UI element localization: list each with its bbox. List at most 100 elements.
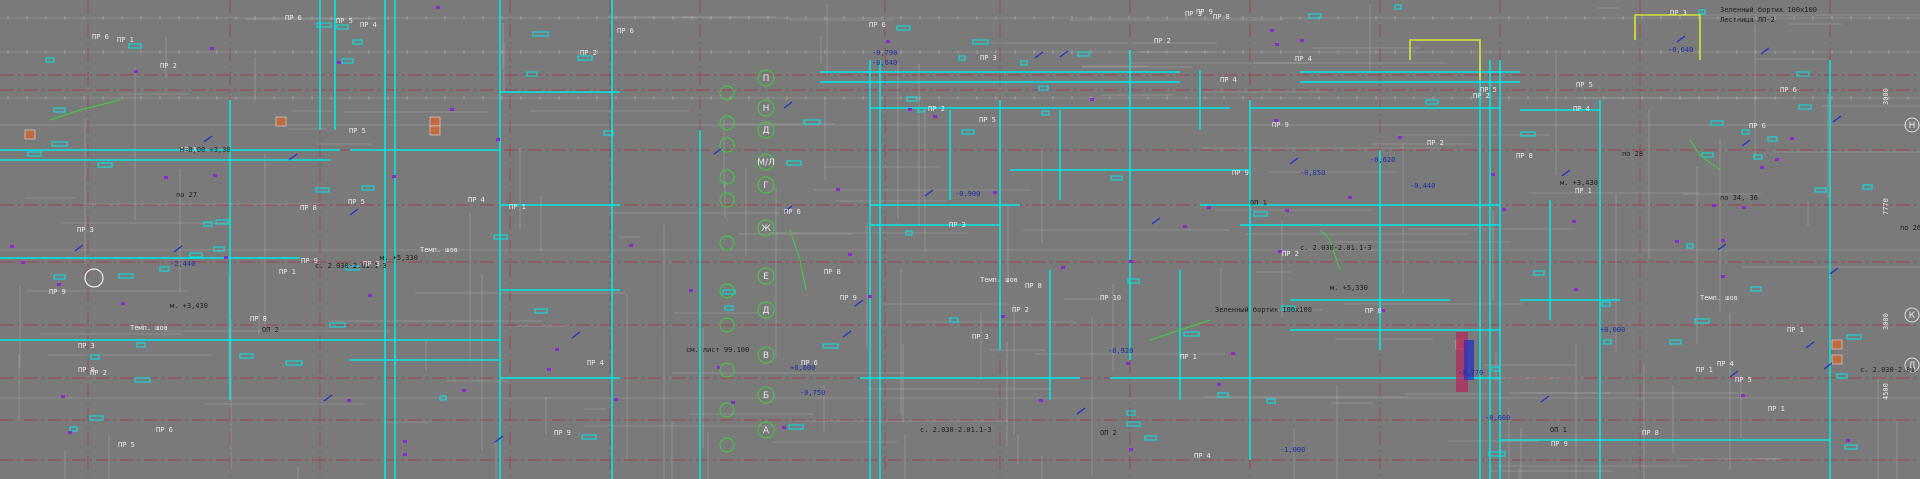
annotation-label: м. +5,330 (1330, 284, 1368, 292)
room-label: ПР 6 (1749, 122, 1766, 130)
magenta-mark (1712, 204, 1716, 207)
magenta-mark (121, 302, 125, 305)
grid-axis-bubble (719, 85, 735, 101)
blue-symbol (842, 330, 852, 338)
grid-axis-bubble (757, 99, 775, 117)
room-label: ПР 4 (360, 21, 377, 29)
opening-mark (439, 395, 447, 401)
grid-axis-bubble (719, 362, 735, 378)
opening-mark (1020, 60, 1028, 66)
blue-symbol (1760, 47, 1770, 55)
room-label: ПР 3 (1185, 10, 1202, 18)
blue-symbol (1540, 395, 1550, 403)
magenta-mark (868, 295, 872, 298)
room-label: ПР 6 (617, 27, 634, 35)
magenta-mark (1742, 206, 1746, 209)
opening-mark (1836, 373, 1848, 379)
magenta-mark (61, 395, 65, 398)
opening-mark (215, 219, 229, 225)
magenta-mark (1398, 136, 1402, 139)
annotation-label: -0,440 (1410, 182, 1435, 190)
room-label: ПР 3 (949, 221, 966, 229)
annotation-label: по 28 (1622, 150, 1643, 158)
magenta-mark (1275, 43, 1279, 46)
opening-mark (285, 360, 303, 366)
magenta-mark (731, 401, 735, 404)
blue-symbol (1717, 243, 1727, 251)
room-label: ПР 8 (1213, 13, 1230, 21)
room-label: ПР 3 (78, 342, 95, 350)
opening-mark (1533, 270, 1545, 276)
room-label: ПР 4 (1295, 55, 1312, 63)
room-label: ПР 1 (1787, 326, 1804, 334)
annotation-label: Темп. шов (980, 276, 1018, 284)
magenta-mark (1231, 352, 1235, 355)
annotation-label: ОП 1 (1250, 199, 1267, 207)
grid-axis-label: А (763, 426, 770, 436)
annotation-label: м. +5,330 (380, 254, 418, 262)
green-leader-line (1149, 319, 1211, 341)
opening-mark (1846, 334, 1862, 340)
room-label: ПР 9 (554, 429, 571, 437)
opening-mark (1701, 152, 1714, 158)
opening-mark (906, 96, 918, 102)
magenta-mark (1491, 173, 1495, 176)
grid-axis-bubble (757, 153, 775, 171)
room-label: ПР 1 (1768, 405, 1785, 413)
grid-axis-bubble (757, 219, 775, 237)
opening-mark (239, 353, 254, 359)
opening-mark (1110, 175, 1123, 181)
section-marker (1464, 340, 1474, 380)
room-label: ПР 8 (250, 315, 267, 323)
opening-mark (581, 434, 597, 440)
opening-mark (786, 160, 802, 166)
annotation-label: -0,620 (1370, 156, 1395, 164)
opening-mark (961, 129, 975, 135)
room-label: ПР 8 (824, 268, 841, 276)
opening-mark (128, 43, 142, 49)
magenta-mark (68, 431, 72, 434)
magenta-mark (1129, 260, 1133, 263)
magenta-mark (392, 175, 396, 178)
opening-mark (972, 39, 989, 45)
room-label: ПР 4 (1573, 105, 1590, 113)
magenta-mark (164, 176, 168, 179)
room-label: ПР 3 (363, 260, 380, 268)
blue-symbol (1741, 139, 1751, 147)
grid-axis-label: К (1909, 311, 1916, 321)
magenta-mark (1574, 288, 1578, 291)
room-label: ПР 4 (1194, 452, 1211, 460)
room-label: ПР 4 (468, 196, 485, 204)
room-label: ПР 6 (285, 14, 302, 22)
highlight-patch (429, 125, 441, 136)
grid-axis-label: Е (763, 272, 769, 282)
annotation-label: Зеленный бортик 100х100 (1215, 306, 1312, 314)
blue-symbol (1805, 341, 1815, 349)
opening-mark (1814, 187, 1827, 193)
magenta-mark (848, 253, 852, 256)
annotation-label: -0,640 (872, 59, 897, 67)
room-label: ПР 5 (348, 198, 365, 206)
blue-symbol (1832, 115, 1842, 123)
opening-mark (493, 234, 508, 240)
annotation-label: Темп. шов (130, 324, 168, 332)
annotation-label: ПР 6 (1780, 86, 1797, 94)
magenta-mark (547, 368, 551, 371)
yellow-highlight (1634, 14, 1701, 60)
annotation-label: Н=0,00 +3,30 (180, 146, 231, 154)
annotation-label: +0,000 (790, 364, 815, 372)
grid-axis-bubble (757, 386, 775, 404)
grid-axis-bubble (757, 69, 775, 87)
magenta-mark (1039, 399, 1043, 402)
magenta-mark (1061, 266, 1065, 269)
yellow-highlight (1409, 39, 1481, 80)
room-label: ПР 5 (349, 127, 366, 135)
opening-mark (89, 415, 104, 421)
opening-mark (1488, 451, 1506, 457)
room-label: ПР 8 (1516, 152, 1533, 160)
room-label: ПР 3 (972, 333, 989, 341)
opening-mark (1520, 131, 1536, 137)
opening-mark (189, 252, 203, 258)
